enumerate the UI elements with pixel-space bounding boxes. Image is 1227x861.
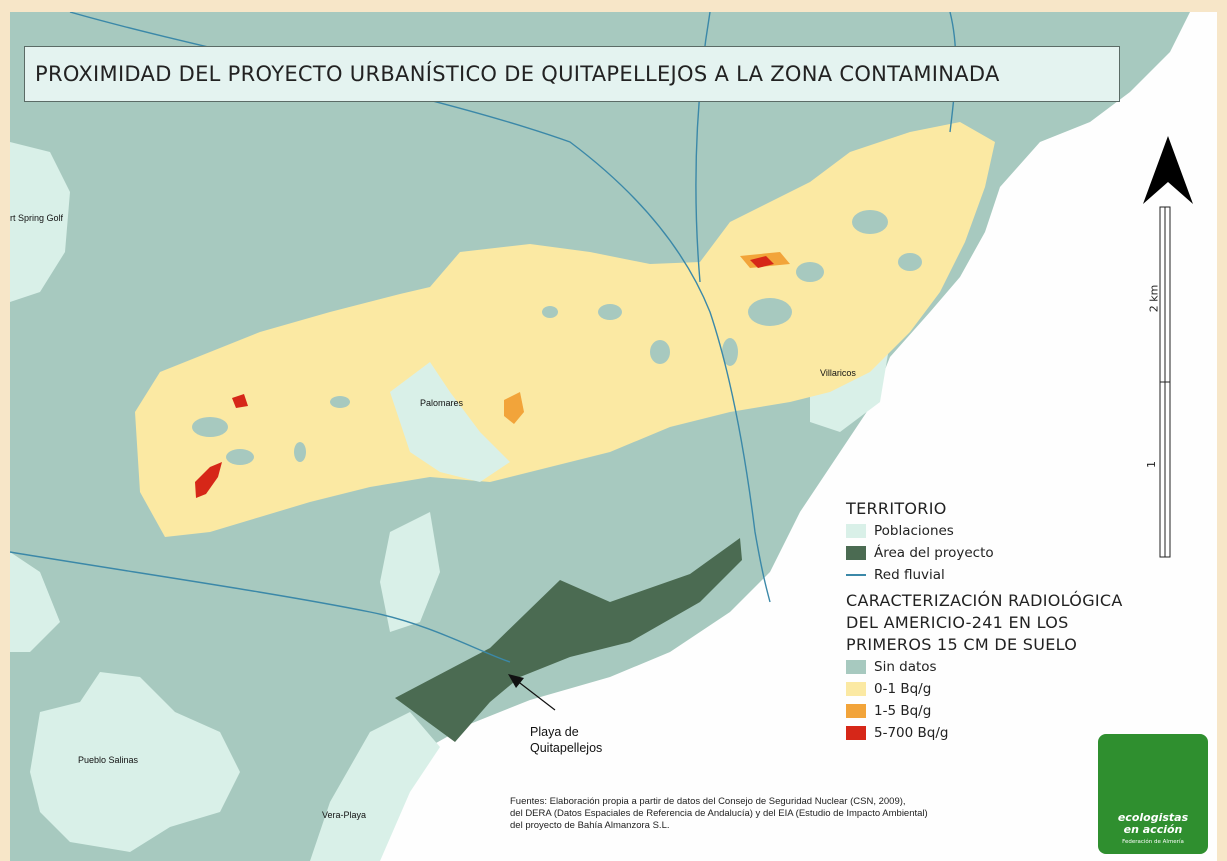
legend-label: Poblaciones <box>874 523 954 539</box>
legend-radio-title-2: DEL AMERICIO-241 EN LOS <box>846 613 1069 632</box>
legend-swatch-0-1 <box>846 682 866 696</box>
legend-item-5-700: 5-700 Bq/g <box>846 722 1186 744</box>
ecologistas-logo: ecologistas en acción Federación de Alme… <box>1098 734 1208 854</box>
legend-label: 1-5 Bq/g <box>874 703 932 719</box>
legend-item-area-proyecto: Área del proyecto <box>846 542 1186 564</box>
logo-subtitle: Federación de Almería <box>1122 839 1184 845</box>
sources-line-3: del proyecto de Bahía Almanzora S.L. <box>510 820 670 831</box>
sources-line-2: del DERA (Datos Espaciales de Referencia… <box>510 808 928 819</box>
town-vera-playa <box>310 712 440 861</box>
legend-swatch-proyecto <box>846 546 866 560</box>
legend-radio-title-3: PRIMEROS 15 CM DE SUELO <box>846 635 1078 654</box>
map-canvas[interactable]: PROXIMIDAD DEL PROYECTO URBANÍSTICO DE Q… <box>10 12 1217 861</box>
annotation-line-2: Quitapellejos <box>530 741 603 755</box>
annotation-arrow-icon <box>508 674 556 711</box>
legend-label: Área del proyecto <box>874 545 994 561</box>
legend-swatch-poblaciones <box>846 524 866 538</box>
project-area <box>395 538 742 742</box>
legend-item-1-5: 1-5 Bq/g <box>846 700 1186 722</box>
legend-swatch-river <box>846 574 866 576</box>
scale-label-1: 1 <box>1145 461 1158 468</box>
legend-label: Sin datos <box>874 659 937 675</box>
zone-high-contamination <box>195 256 774 498</box>
legend-territorio-title: TERRITORIO <box>846 499 947 518</box>
scale-label-2km: 2 km <box>1147 284 1161 313</box>
label-vera-playa: Vera-Playa <box>322 810 367 820</box>
legend-swatch-sin-datos <box>846 660 866 674</box>
sources-line-1: Fuentes: Elaboración propia a partir de … <box>510 796 906 807</box>
legend-label: 0-1 Bq/g <box>874 681 932 697</box>
logo-line-1: ecologistas <box>1117 811 1189 824</box>
logo-line-2: en acción <box>1123 823 1183 836</box>
zone-town-palomares <box>390 362 510 482</box>
label-palomares: Palomares <box>420 398 464 408</box>
annotation-line-1: Playa de <box>530 725 579 739</box>
map-title: PROXIMIDAD DEL PROYECTO URBANÍSTICO DE Q… <box>24 46 1120 102</box>
scale-bar <box>1159 206 1171 558</box>
legend: TERRITORIO Poblaciones Área del proyecto… <box>846 498 1186 744</box>
annotation-playa-quitapellejos: Playa de Quitapellejos <box>530 724 602 756</box>
logo-text: ecologistas en acción <box>1098 812 1208 836</box>
town-spring-golf <box>10 142 70 302</box>
legend-label: 5-700 Bq/g <box>874 725 949 741</box>
sources-note: Fuentes: Elaboración propia a partir de … <box>510 796 1070 832</box>
label-pueblo-salinas: Pueblo Salinas <box>78 755 139 765</box>
zone-mid-contamination <box>504 252 790 424</box>
legend-swatch-1-5 <box>846 704 866 718</box>
town-west-strip <box>10 552 60 652</box>
legend-swatch-5-700 <box>846 726 866 740</box>
legend-label: Red fluvial <box>874 567 945 583</box>
legend-item-poblaciones: Poblaciones <box>846 520 1186 542</box>
legend-item-sin-datos: Sin datos <box>846 656 1186 678</box>
label-villaricos: Villaricos <box>820 368 856 378</box>
legend-item-0-1: 0-1 Bq/g <box>846 678 1186 700</box>
town-pueblo-salinas <box>30 672 240 852</box>
zone-low-contamination <box>135 122 995 537</box>
legend-radio-title-1: CARACTERIZACIÓN RADIOLÓGICA <box>846 591 1123 610</box>
zone-holes <box>192 210 922 465</box>
map-svg <box>10 12 1193 861</box>
town-south-strip <box>380 512 440 632</box>
legend-item-red-fluvial: Red fluvial <box>846 564 1186 586</box>
label-spring-golf: rt Spring Golf <box>10 213 64 223</box>
north-arrow-icon <box>1143 136 1193 204</box>
